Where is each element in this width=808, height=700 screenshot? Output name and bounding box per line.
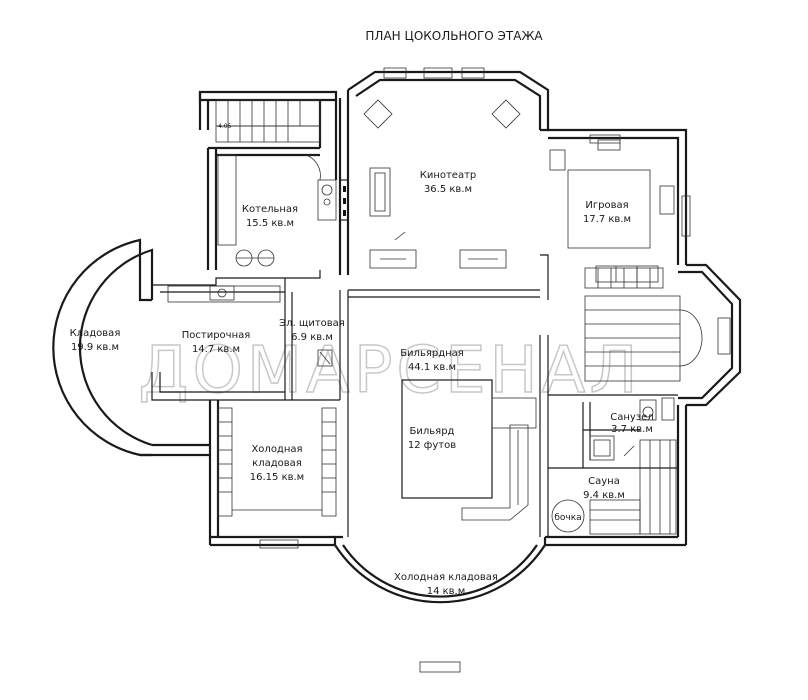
boiler-room-furniture <box>217 154 337 267</box>
room-area-kholodnaya-kladovaya-1: 16.15 кв.м <box>250 472 304 483</box>
room-name-kholodnaya-kladovaya-2: Холодная кладовая <box>394 572 498 583</box>
room-area-sanuzel: 3.7 кв.м <box>611 424 653 435</box>
room-area-kotelnaya: 15.5 кв.м <box>246 218 294 229</box>
room-name-kholodnaya-kladovaya-1: Холодная <box>251 444 302 455</box>
room-name2-kholodnaya-kladovaya-1: кладовая <box>252 458 302 469</box>
room-labels: Котельная 15.5 кв.м Кинотеатр 36.5 кв.м … <box>70 170 654 597</box>
room-area-kholodnaya-kladovaya-2: 14 кв.м <box>427 586 466 597</box>
room-name-bilyardnaya: Бильярдная <box>400 348 464 359</box>
room-name-sanuzel: Санузел <box>610 412 653 423</box>
room-area-el-schitovaya: 6.9 кв.м <box>291 332 333 343</box>
room-name-kotelnaya: Котельная <box>242 204 298 215</box>
billiard-table-size: 12 футов <box>408 440 456 451</box>
windows <box>259 67 731 673</box>
plan-title: ПЛАН ЦОКОЛЬНОГО ЭТАЖА <box>365 29 543 43</box>
watermark: ДОМАРСЕНАЛ <box>138 334 641 408</box>
game-room-furniture <box>549 139 675 283</box>
room-name-sauna: Сауна <box>588 476 620 487</box>
stair-top-left: 4.05 <box>215 99 321 143</box>
sauna-furniture <box>551 435 677 535</box>
cinema-furniture <box>339 99 521 269</box>
interior-walls <box>151 254 678 537</box>
room-name-postirochnaya: Постирочная <box>182 330 251 341</box>
room-area-kinoteatr: 36.5 кв.м <box>424 184 472 195</box>
room-area-igrovaya: 17.7 кв.м <box>583 214 631 225</box>
room-name-el-schitovaya: Эл. щитовая <box>279 318 345 329</box>
billiard-furniture <box>401 379 537 521</box>
electrical-furniture <box>317 349 333 367</box>
stair-mark: 4.05 <box>218 123 232 130</box>
stair-right <box>584 267 703 382</box>
room-area-sauna: 9.4 кв.м <box>583 490 625 501</box>
room-name-igrovaya: Игровая <box>585 200 628 211</box>
barrel-label: бочка <box>554 513 581 523</box>
bathroom-fixtures <box>639 397 675 421</box>
room-area-postirochnaya: 14.7 кв.м <box>192 344 240 355</box>
room-name-kinoteatr: Кинотеатр <box>420 170 477 181</box>
room-area-kladovaya: 19.9 кв.м <box>71 342 119 353</box>
billiard-table-name: Бильярд <box>410 426 455 437</box>
cold-storage-shelves <box>217 407 337 517</box>
room-area-bilyardnaya: 44.1 кв.м <box>408 362 456 373</box>
laundry-furniture <box>167 285 281 303</box>
room-name-kladovaya: Кладовая <box>70 328 121 339</box>
